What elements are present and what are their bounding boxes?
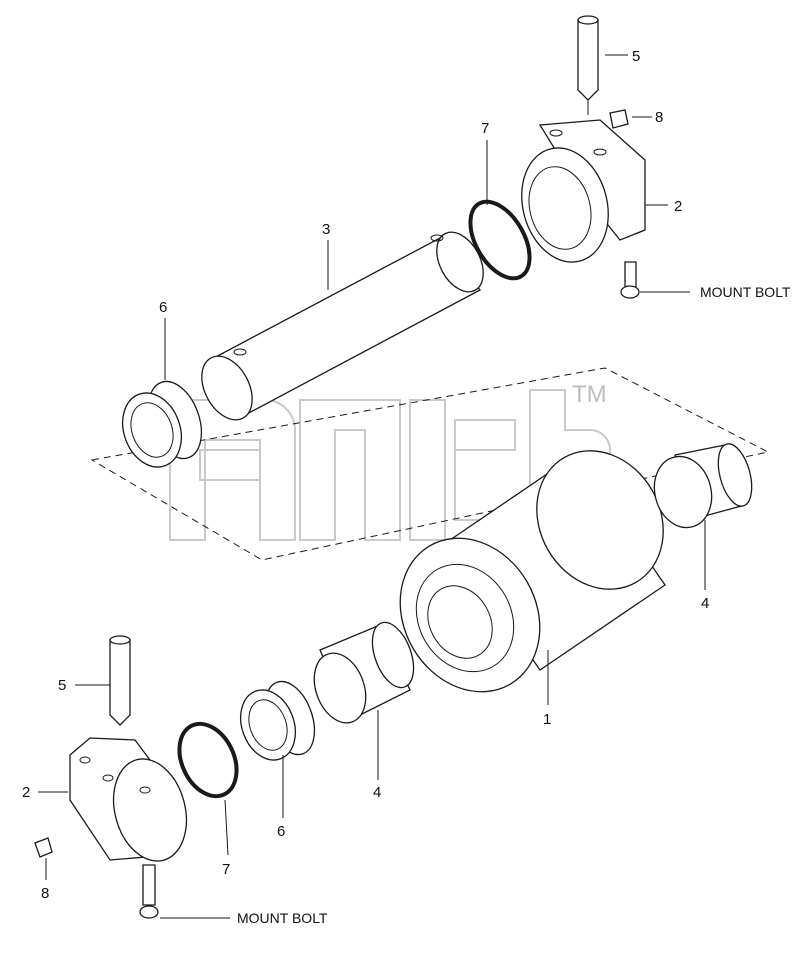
- pin-part-5-top: [577, 15, 599, 101]
- callouts: 5 8 7 2 3 6 4 1 4 6 7 5 2 8: [22, 48, 709, 902]
- mount-bolt-top: [620, 261, 640, 299]
- callout-7-top: 7: [481, 120, 489, 137]
- o-ring-part-7-bottom: [177, 721, 239, 799]
- callout-4-right: 4: [701, 595, 709, 612]
- callout-7-bottom: 7: [222, 861, 230, 878]
- collar-part-6-top: [122, 380, 203, 468]
- callout-6-bottom: 6: [277, 823, 285, 840]
- callout-5-bottom: 5: [58, 677, 66, 694]
- roller-part-1: [399, 450, 666, 693]
- callout-2-bottom: 2: [22, 784, 30, 801]
- plug-part-8-top: [609, 109, 629, 129]
- shaft-part-3: [201, 231, 484, 421]
- housing-part-2-bottom: [69, 737, 188, 862]
- bushing-part-4-right: [653, 443, 753, 529]
- mount-bolt-bottom: [139, 864, 159, 919]
- pin-part-5-bottom: [109, 635, 131, 726]
- callout-8-top: 8: [655, 109, 663, 126]
- housing-part-2-top: [521, 119, 646, 263]
- mount-bolt-label-bottom: MOUNT BOLT: [237, 910, 328, 926]
- assembly-boundary: [90, 367, 770, 561]
- leader-lines: [38, 54, 706, 919]
- plug-part-8-bottom: [34, 837, 53, 858]
- callout-2-top: 2: [674, 198, 682, 215]
- watermark-logo: TM: [169, 381, 611, 541]
- trademark-text: TM: [572, 381, 607, 408]
- callout-5-top: 5: [632, 48, 640, 65]
- callout-3: 3: [322, 221, 330, 238]
- callout-8-bottom: 8: [41, 885, 49, 902]
- bushing-part-4-center: [313, 621, 415, 724]
- o-ring-part-7-top: [468, 199, 532, 281]
- callout-1: 1: [543, 711, 551, 728]
- callout-6-top: 6: [159, 299, 167, 316]
- callout-4-center: 4: [373, 784, 381, 801]
- collar-part-6-bottom: [239, 680, 316, 761]
- mount-bolt-label-top: MOUNT BOLT: [700, 284, 791, 300]
